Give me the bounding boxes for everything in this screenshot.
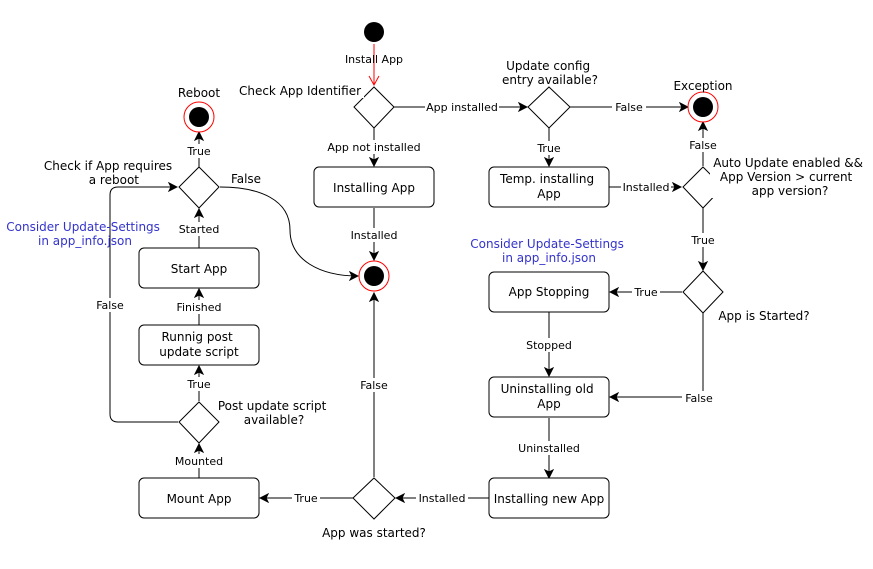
edge-label-installed-new: Installed — [419, 492, 466, 505]
app-is-started-decision — [682, 270, 724, 314]
edge-label-update-true: True — [536, 142, 561, 155]
check-app-identifier-label: Check App Identifier — [239, 84, 361, 98]
installing-new-box — [488, 477, 610, 519]
consider-update-settings-right: Consider Update-Settings in app_info.jso… — [470, 237, 628, 265]
check-reboot-decision — [178, 166, 220, 209]
temp-installing-label: Temp. installing App — [499, 172, 598, 201]
consider-update-settings-left: Consider Update-Settings in app_info.jso… — [6, 220, 164, 248]
mount-app-label: Mount App — [167, 492, 232, 506]
app-is-started-label: App is Started? — [718, 309, 809, 323]
app-stopping-label: App Stopping — [509, 285, 590, 299]
update-config-label: Update config entry available? — [502, 59, 598, 87]
temp-installing-box — [488, 166, 610, 208]
edge-label-auto-false: False — [689, 139, 717, 152]
auto-update-label: Auto Update enabled && App Version > cur… — [713, 156, 867, 198]
edge-label-uninstalled: Uninstalled — [518, 442, 580, 455]
edge-label-post-true: True — [186, 378, 211, 391]
start-app-box — [138, 247, 260, 289]
post-update-script-label: Runnig post update script — [159, 330, 239, 359]
app-was-started-label: App was started? — [322, 526, 426, 540]
post-update-script-box — [138, 324, 260, 366]
app-stopping-box — [488, 271, 610, 313]
edge-label-post-false-loop: False — [96, 299, 124, 312]
edge-label-reboot-true: True — [186, 145, 211, 158]
edge-label-stopped: Stopped — [526, 339, 572, 352]
edge-label-app-not-installed: App not installed — [327, 141, 420, 154]
post-script-available-decision — [178, 401, 220, 444]
edge-label-app-installed: App installed — [426, 101, 498, 114]
edge-label-reboot-false: False — [231, 172, 261, 186]
edge-label-finished: Finished — [176, 301, 221, 314]
edge-label-was-started-false: False — [360, 379, 388, 392]
edge-label-installed-to-end: Installed — [351, 229, 398, 242]
edge-label-auto-true: True — [690, 234, 715, 247]
uninstalling-old-label: Uninstalling old App — [501, 382, 598, 411]
edge-label-was-started-true: True — [293, 492, 318, 505]
install-app-label: Install App — [345, 53, 403, 66]
edge-reboot-false — [219, 186, 358, 276]
installing-app-box — [313, 166, 435, 208]
edge-label-started-false: False — [685, 392, 713, 405]
installing-new-label: Installing new App — [494, 492, 605, 506]
start-app-label: Start App — [171, 262, 228, 276]
edge-label-mounted: Mounted — [175, 455, 223, 468]
exception-final-node — [687, 91, 719, 123]
edge-label-update-false: False — [615, 101, 643, 114]
uninstalling-old-box — [488, 376, 610, 418]
initial-node — [364, 22, 384, 42]
reboot-label: Reboot — [178, 86, 220, 100]
edge-label-temp-installed: Installed — [623, 181, 670, 194]
mount-app-box — [138, 477, 260, 519]
app-was-started-decision — [352, 477, 396, 520]
edge-started-false — [610, 313, 704, 397]
update-config-decision — [527, 86, 571, 129]
reboot-final-node — [183, 101, 215, 133]
edge-label-started-true: True — [633, 286, 658, 299]
end-final-node — [358, 260, 390, 292]
edge-label-started: Started — [179, 223, 220, 236]
installing-app-label: Installing App — [333, 181, 415, 195]
post-script-available-label: Post update script available? — [218, 399, 330, 427]
check-reboot-label: Check if App requires a reboot — [44, 159, 176, 187]
exception-label: Exception — [673, 79, 732, 93]
